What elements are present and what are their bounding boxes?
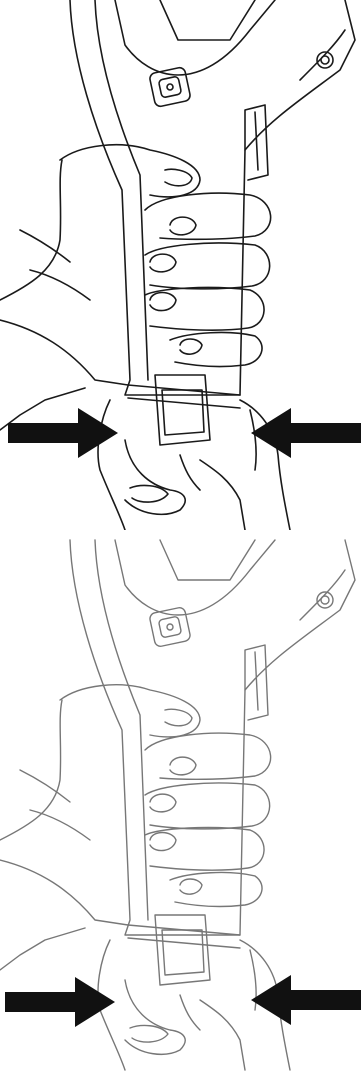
arrow-left-icon xyxy=(251,975,361,1025)
arrow-right-icon xyxy=(8,408,118,458)
illustration-top xyxy=(0,0,361,530)
arrow-left-icon xyxy=(251,408,361,458)
grip-drawing-bottom xyxy=(0,530,361,1075)
grip-drawing-top xyxy=(0,0,361,530)
hand-device-drawing xyxy=(0,0,355,530)
illustration-bottom xyxy=(0,530,361,1075)
